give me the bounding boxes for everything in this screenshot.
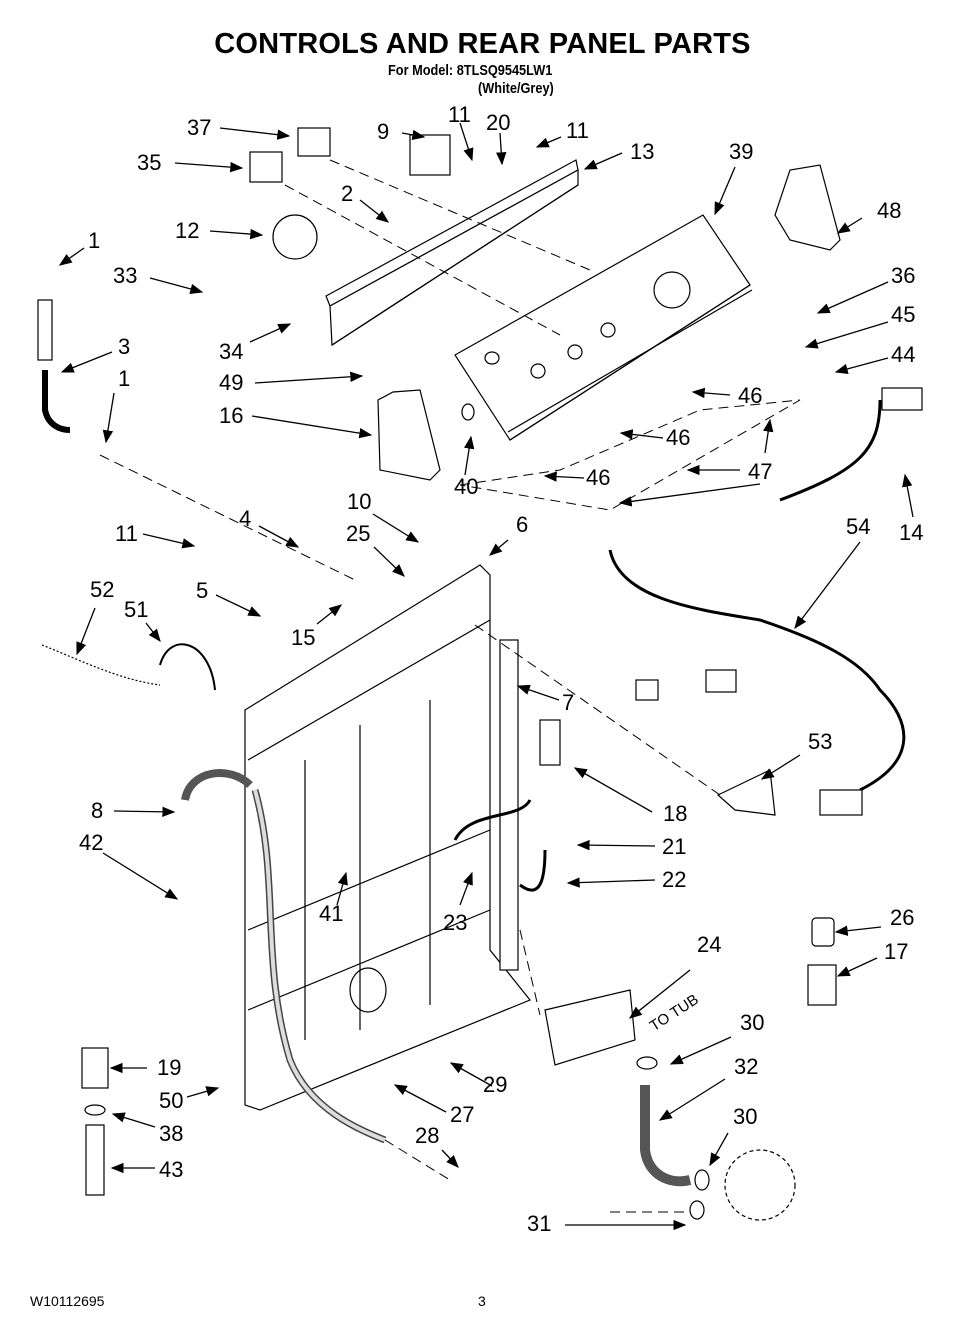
hose-8 [181,769,253,802]
callout-10: 10 [347,489,372,514]
callout-50: 50 [159,1088,184,1113]
switch-37 [297,127,331,157]
callout-19: 19 [157,1055,182,1080]
callout-8: 8 [91,798,104,823]
callout-29: 29 [483,1072,508,1097]
callout-7: 7 [562,690,575,715]
callout-14: 14 [899,520,924,545]
inlet-3 [37,299,53,361]
color-variant: (White/Grey) [478,80,554,97]
pump-17 [807,964,837,1006]
callout-16: 16 [219,403,244,428]
callout-25: 25 [346,521,371,546]
callout-49: 49 [219,370,244,395]
callout-45: 45 [891,302,916,327]
bracket-53 [716,769,776,816]
document-number: W10112695 [30,1293,105,1309]
capacitor-26 [811,917,835,947]
callout-51: 51 [124,597,149,622]
callout-28: 28 [415,1123,440,1148]
callout-54: 54 [846,514,871,539]
callout-38: 38 [159,1121,184,1146]
callout-40: 40 [454,474,479,499]
callout-39: 39 [729,139,754,164]
callout-37: 37 [187,115,212,140]
callout-1: 1 [88,228,101,253]
callout-31: 31 [527,1211,552,1236]
wire-harness [608,549,906,792]
callout-46: 46 [666,425,691,450]
callout-5: 5 [196,578,209,603]
callout-30: 30 [733,1104,758,1129]
callout-46: 46 [738,383,763,408]
pipe-43 [85,1124,105,1196]
callout-23: 23 [443,910,468,935]
water-valve-18 [539,719,561,766]
callout-53: 53 [808,729,833,754]
callout-46: 46 [586,465,611,490]
callout-22: 22 [662,867,687,892]
control-panel-rail [325,159,579,347]
callout-48: 48 [877,198,902,223]
callout-36: 36 [891,263,916,288]
page-title: CONTROLS AND REAR PANEL PARTS [214,28,751,60]
callout-21: 21 [662,834,687,859]
grounding-strap-52 [41,644,161,686]
power-plug [881,387,923,411]
selector-12 [272,214,318,260]
callout-47: 47 [748,459,773,484]
hose-guide-51 [159,643,216,691]
callout-3: 3 [118,334,131,359]
callout-34: 34 [219,339,244,364]
callout-41: 41 [319,901,344,926]
callout-leaders [58,122,914,1231]
model-number: For Model: 8TLSQ9545LW1 [388,62,553,79]
power-cord [779,399,882,502]
callout-6: 6 [516,512,529,537]
callout-20: 20 [486,110,511,135]
elbow-3 [42,370,71,433]
callout-13: 13 [630,139,655,164]
callout-2: 2 [341,181,354,206]
adapter-19 [81,1047,109,1089]
fill-hose-22 [453,799,547,892]
callout-9: 9 [377,119,390,144]
callout-43: 43 [159,1157,184,1182]
callout-33: 33 [113,263,138,288]
clamp-30b [694,1169,710,1191]
end-cap-left [377,389,441,481]
callout-27: 27 [450,1102,475,1127]
callout-15: 15 [291,625,316,650]
callout-32: 32 [734,1054,759,1079]
pump-hose-32 [640,1085,692,1187]
callout-52: 52 [90,577,115,602]
dispenser-24 [544,989,636,1066]
callout-18: 18 [663,801,688,826]
callout-4: 4 [239,506,252,531]
callout-26: 26 [890,905,915,930]
end-cap-right [774,164,841,251]
timer-9 [409,134,451,176]
callout-11: 11 [115,521,138,546]
clamp-31 [689,1200,705,1220]
callout-35: 35 [137,150,162,175]
page-number: 3 [478,1293,486,1309]
callout-11: 11 [566,118,589,143]
console-panel [454,214,753,441]
callout-24: 24 [697,932,722,957]
callout-12: 12 [175,218,200,243]
clamp-30a [636,1056,658,1070]
clamp-38 [84,1104,106,1116]
callout-30: 30 [740,1010,765,1035]
callout-1: 1 [118,366,131,391]
rear-panel [244,564,531,1111]
switch-35 [249,151,283,183]
callout-11: 11 [448,102,471,127]
callout-17: 17 [884,939,909,964]
callout-42: 42 [79,830,104,855]
callout-44: 44 [891,342,916,367]
pump-outline [724,1149,796,1221]
harness-box [819,789,863,816]
